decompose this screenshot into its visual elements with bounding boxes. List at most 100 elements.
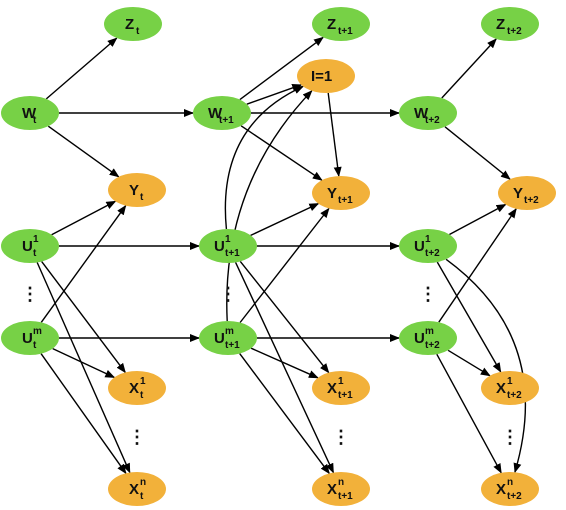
- node-label-superscript: 1: [425, 234, 431, 245]
- node-w-t2: Wt+2: [399, 96, 457, 130]
- node-label-main: Z: [125, 16, 134, 33]
- edge-u1_t-to-y_t: [51, 200, 117, 236]
- node-label-subscript: t+1: [225, 340, 240, 351]
- node-ellipse: [481, 371, 539, 405]
- node-label-superscript: 1: [140, 376, 146, 387]
- node-ellipse: [481, 7, 539, 41]
- edge-u1_t1-to-y_t1: [250, 202, 320, 237]
- edge-u1_t-to-xn_t: [36, 262, 131, 474]
- edge-um_t1-to-x1_t1: [250, 347, 319, 379]
- vertical-ellipsis: ⋮: [501, 427, 519, 447]
- edge-w_t1-to-i1: [246, 84, 303, 105]
- node-label-main: U: [214, 238, 225, 255]
- node-label-main: W: [22, 105, 37, 122]
- node-ellipse: [104, 7, 162, 41]
- edge-i1-to-y_t1: [327, 92, 342, 177]
- node-i1: I=1: [297, 59, 355, 93]
- node-label-superscript: n: [140, 477, 146, 488]
- node-label-main: Z: [496, 16, 505, 33]
- node-label-superscript: 1: [338, 376, 344, 387]
- edge-um_t2-to-y_t2: [438, 207, 517, 323]
- node-label-subscript: t: [140, 491, 144, 502]
- node-label-superscript: 1: [225, 234, 231, 245]
- node-label-main: X: [129, 481, 139, 498]
- node-label-main: X: [496, 380, 506, 397]
- node-ellipse: [312, 176, 370, 210]
- edge-u1_t1-to-x1_t1: [239, 260, 330, 374]
- node-label-subscript: t+1: [219, 115, 234, 126]
- node-label-subscript: t+2: [507, 491, 522, 502]
- node-ellipse: [399, 229, 457, 263]
- node-label-superscript: m: [225, 326, 234, 337]
- vertical-ellipsis: ⋮: [419, 284, 437, 304]
- node-ellipse: [399, 321, 457, 355]
- node-label-main: Z: [327, 16, 336, 33]
- node-label-subscript: t+2: [425, 340, 440, 351]
- node-ellipse: [108, 472, 166, 506]
- edge-u1_t1-to-i1: [224, 85, 305, 230]
- node-label-main: W: [208, 105, 223, 122]
- node-label-subscript: t: [140, 192, 144, 203]
- node-ellipse: [297, 59, 355, 93]
- edge-u1_t-to-x1_t: [41, 261, 126, 374]
- node-ellipse: [108, 371, 166, 405]
- node-label-subscript: t+2: [524, 195, 539, 206]
- edge-u1_t2-to-x1_t2: [436, 261, 502, 373]
- ellipsis-layer: ⋮⋮⋮⋮⋮⋮: [21, 284, 519, 447]
- node-label-main: U: [22, 238, 33, 255]
- node-label-superscript: 1: [33, 234, 39, 245]
- node-label-superscript: n: [338, 477, 344, 488]
- edge-w_t2-to-y_t2: [444, 126, 511, 180]
- node-label-subscript: t+2: [507, 390, 522, 401]
- edge-um_t-to-xn_t: [40, 353, 127, 475]
- node-ellipse: [199, 321, 257, 355]
- node-ellipse: [1, 321, 59, 355]
- node-ellipse: [199, 229, 257, 263]
- edge-um_t1-to-i1: [226, 90, 313, 322]
- node-label-subscript: t: [140, 390, 144, 401]
- node-ellipse: [312, 371, 370, 405]
- node-label-main: X: [327, 481, 337, 498]
- node-label-main: X: [129, 380, 139, 397]
- node-label-main: X: [496, 481, 506, 498]
- node-label-subscript: t+1: [338, 491, 353, 502]
- node-label-main: Y: [513, 185, 523, 202]
- node-label-main: W: [414, 105, 429, 122]
- node-ellipse: [108, 173, 166, 207]
- edge-um_t-to-x1_t: [52, 347, 116, 379]
- node-label-main: U: [22, 330, 33, 347]
- edge-w_t-to-z_t: [45, 37, 118, 100]
- edges-layer: [36, 36, 527, 475]
- edge-u1_t2-to-y_t2: [449, 203, 507, 236]
- node-label-subscript: t+1: [338, 390, 353, 401]
- node-w-t1: Wt+1: [193, 96, 251, 130]
- node-ellipse: [312, 472, 370, 506]
- edge-w_t-to-y_t: [47, 125, 120, 178]
- node-label-subscript: t+2: [507, 26, 522, 37]
- edge-w_t2-to-z_t2: [441, 38, 497, 99]
- node-label-subscript: t+1: [338, 26, 353, 37]
- vertical-ellipsis: ⋮: [219, 284, 237, 304]
- node-label-main: U: [414, 238, 425, 255]
- node-ellipse: [1, 96, 59, 130]
- node-label-superscript: m: [33, 326, 42, 337]
- node-label-subscript: t: [136, 26, 140, 37]
- node-label-subscript: t+1: [225, 248, 240, 259]
